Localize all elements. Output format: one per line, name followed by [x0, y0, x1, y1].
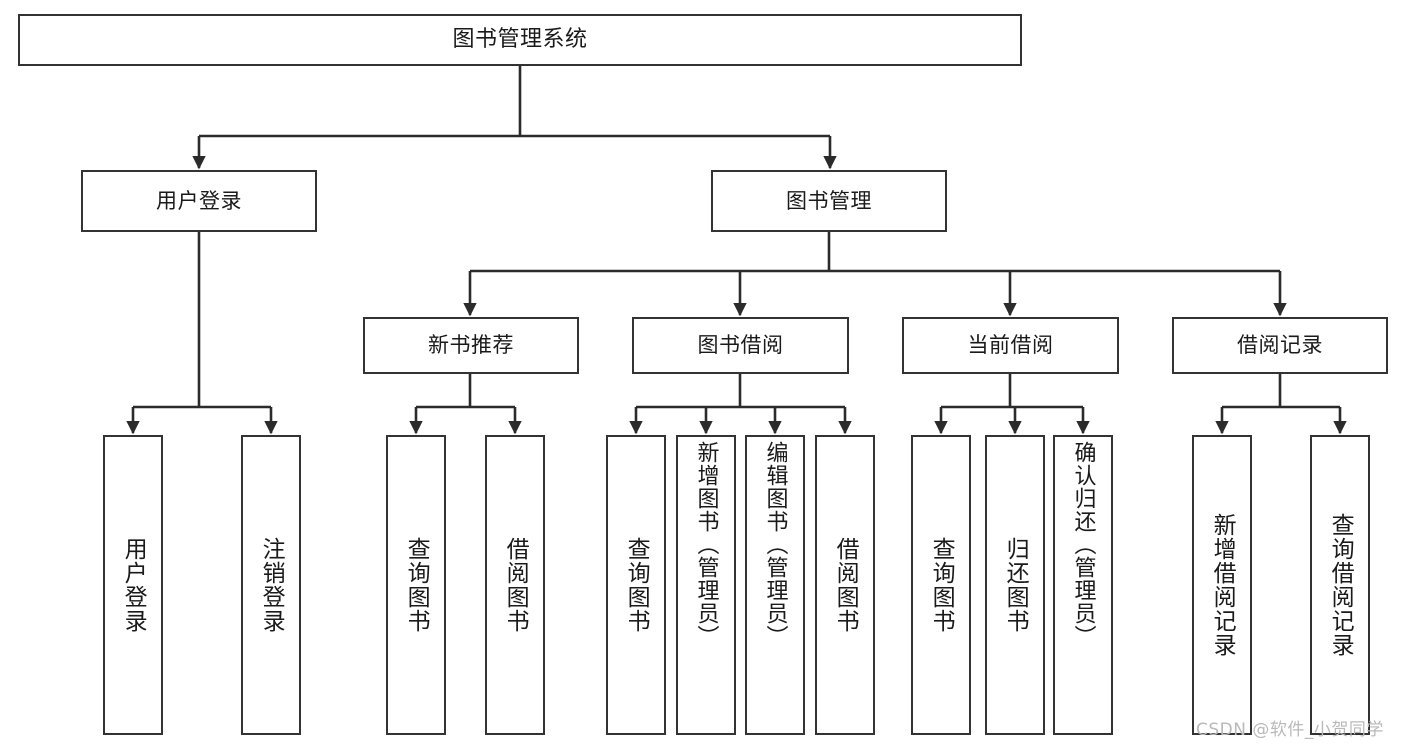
node-book-borrow[interactable]: 图书借阅: [632, 317, 849, 374]
node-leaf-borrow-book-2-label: 借阅图书: [832, 537, 859, 633]
node-leaf-confirm-return[interactable]: 确认归还（管理员）: [1053, 435, 1113, 735]
node-root-label: 图书管理系统: [452, 27, 588, 53]
node-leaf-return-book-label: 归还图书: [1002, 537, 1029, 633]
node-book-manage[interactable]: 图书管理: [711, 170, 947, 232]
node-leaf-query-book-2-label: 查询图书: [623, 537, 650, 633]
node-leaf-return-book[interactable]: 归还图书: [985, 435, 1045, 735]
node-leaf-user-logout-label: 注销登录: [258, 537, 285, 633]
node-leaf-add-record[interactable]: 新增借阅记录: [1192, 435, 1252, 735]
node-leaf-confirm-return-label: 确认归还（管理员）: [1070, 441, 1096, 648]
node-leaf-add-book-label: 新增图书（管理员）: [693, 441, 719, 648]
node-borrow-record[interactable]: 借阅记录: [1172, 317, 1388, 374]
node-book-manage-label: 图书管理: [786, 188, 872, 213]
node-leaf-query-record[interactable]: 查询借阅记录: [1310, 435, 1370, 735]
node-borrow-record-label: 借阅记录: [1237, 333, 1323, 358]
node-leaf-query-record-label: 查询借阅记录: [1327, 513, 1354, 657]
node-leaf-borrow-book-1-label: 借阅图书: [502, 537, 529, 633]
node-leaf-add-record-label: 新增借阅记录: [1209, 513, 1236, 657]
node-book-borrow-label: 图书借阅: [697, 333, 784, 358]
node-leaf-query-book-1-label: 查询图书: [403, 537, 430, 633]
node-new-book-recommend-label: 新书推荐: [428, 333, 514, 358]
node-user-login-label: 用户登录: [156, 188, 242, 213]
node-current-borrow-label: 当前借阅: [967, 333, 1054, 358]
node-leaf-query-book-1[interactable]: 查询图书: [386, 435, 446, 735]
node-leaf-query-book-3[interactable]: 查询图书: [911, 435, 971, 735]
node-leaf-user-login-label: 用户登录: [120, 537, 147, 633]
node-leaf-borrow-book-1[interactable]: 借阅图书: [485, 435, 545, 735]
watermark: CSDN @软件_小贺同学: [1196, 720, 1384, 740]
node-user-login[interactable]: 用户登录: [81, 170, 317, 232]
node-leaf-edit-book-label: 编辑图书（管理员）: [762, 441, 788, 648]
node-leaf-borrow-book-2[interactable]: 借阅图书: [815, 435, 875, 735]
node-leaf-user-logout[interactable]: 注销登录: [241, 435, 301, 735]
node-leaf-query-book-3-label: 查询图书: [928, 537, 955, 633]
node-new-book-recommend[interactable]: 新书推荐: [363, 317, 579, 374]
node-current-borrow[interactable]: 当前借阅: [902, 317, 1119, 374]
node-leaf-user-login[interactable]: 用户登录: [103, 435, 163, 735]
node-leaf-query-book-2[interactable]: 查询图书: [606, 435, 666, 735]
node-leaf-add-book[interactable]: 新增图书（管理员）: [676, 435, 736, 735]
node-leaf-edit-book[interactable]: 编辑图书（管理员）: [745, 435, 805, 735]
node-root[interactable]: 图书管理系统: [18, 14, 1022, 66]
